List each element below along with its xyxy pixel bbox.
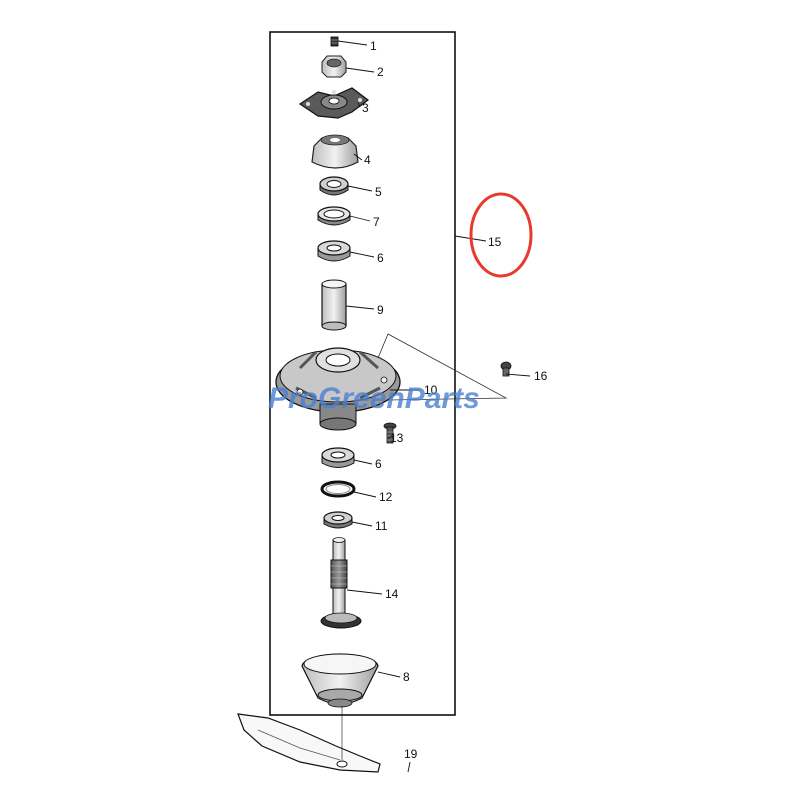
nut-drawing (321, 55, 347, 78)
callout-spindle-housing: 10 (424, 383, 438, 397)
callout-seal: 7 (373, 215, 380, 229)
callout-pulley-hub: 3 (362, 101, 369, 115)
spindle-shaft-drawing (320, 537, 362, 629)
blade-adapter-drawing (301, 653, 379, 708)
mounting-bolt-drawing (383, 422, 397, 444)
callout-grease-fitting: 16 (534, 369, 548, 383)
callout-blade-adapter: 8 (403, 670, 410, 684)
lower-bearing-drawing (323, 511, 353, 529)
upper-bearing-cup-drawing (317, 240, 351, 262)
pulley-hub-drawing (298, 87, 369, 119)
spacer-tube-drawing (321, 279, 347, 331)
highlight-circle (469, 192, 533, 278)
callout-nut: 2 (377, 65, 384, 79)
callout-spacer-tube: 9 (377, 303, 384, 317)
callout-assembly: 15 (488, 235, 502, 249)
callout-upper-bearing-cup: 6 (377, 251, 384, 265)
grease-fitting-drawing (500, 361, 512, 377)
callout-spindle-shaft: 14 (385, 587, 399, 601)
mower-blade-drawing (237, 706, 381, 773)
callout-mower-blade: 19 (404, 747, 418, 761)
set-screw-drawing (330, 36, 339, 47)
callout-upper-bearing: 5 (375, 185, 382, 199)
assembly-frame (269, 31, 456, 716)
spindle-housing-drawing (275, 347, 401, 431)
upper-bearing-drawing (319, 176, 349, 196)
callout-snap-ring: 12 (379, 490, 393, 504)
callout-lower-bearing-cup: 6 (375, 457, 382, 471)
callout-lower-bearing: 11 (375, 519, 388, 533)
grease-fitting-leader (377, 333, 508, 401)
callout-dust-cover: 4 (364, 153, 371, 167)
callout-set-screw: 1 (370, 39, 377, 53)
lower-bearing-cup-drawing (321, 447, 355, 468)
dust-cover-drawing (311, 134, 359, 169)
snap-ring-drawing (320, 480, 356, 498)
callout-leaders (337, 40, 531, 773)
callout-mounting-bolt: 13 (390, 431, 404, 445)
seal-drawing (317, 206, 351, 226)
watermark: ProGreenParts (268, 382, 480, 415)
